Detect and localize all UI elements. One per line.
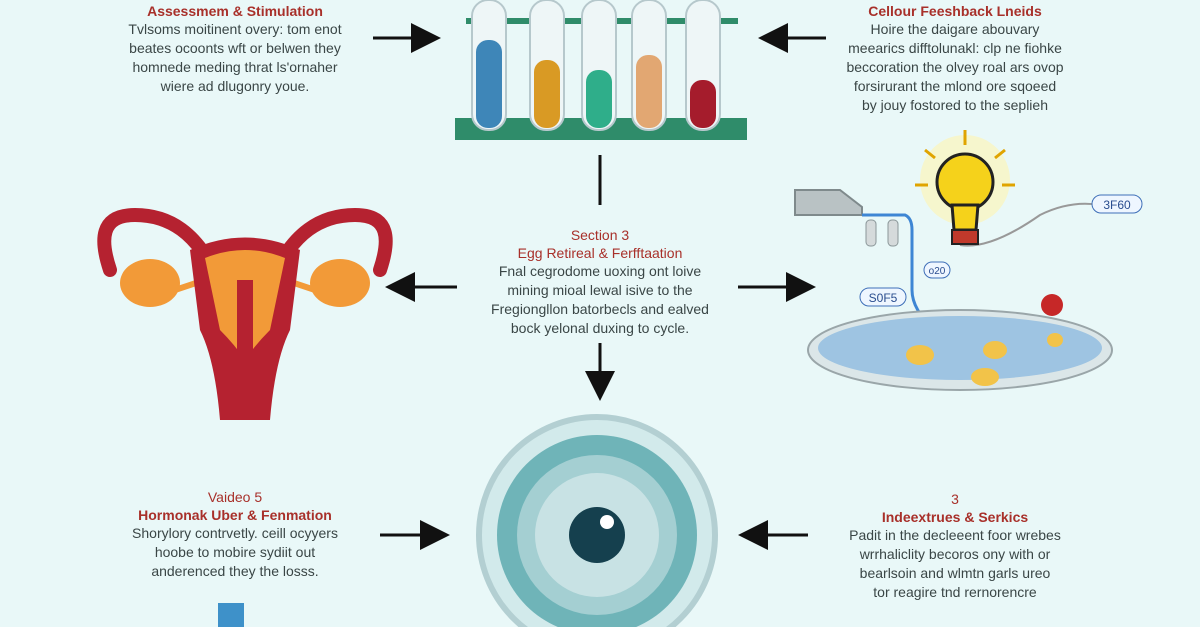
bottom-right-section-label: 3: [951, 491, 959, 507]
test-tube-rack: [455, 0, 747, 140]
top-left-title: Assessmem & Stimulation: [147, 3, 323, 19]
center-line: Fnal cegrodome uoxing ont loive: [498, 263, 702, 279]
lab-label-c: o20: [929, 266, 946, 277]
uterus-icon: [97, 207, 393, 420]
bottom-left-section-label: Vaideo 5: [207, 489, 263, 505]
center-line: bock yelonal duxing to cycle.: [510, 320, 690, 336]
top-left-line: homnede meding thrat ls'ornaher: [132, 59, 338, 75]
lab-dish-setup: 3F60 S0F5 o20: [794, 189, 1143, 391]
bottom-right-line: Padit in the decleeent foor wrebes: [849, 527, 1061, 543]
top-left-line: wiere ad dlugonry youe.: [160, 78, 310, 94]
bottom-left-line: Shorylory contrvetly. ceill ocyyers: [132, 525, 338, 541]
center-block: Section 3 Egg Retireal & Ferfftaation Fn…: [460, 226, 740, 338]
bottom-left-title: Hormonak Uber & Fenmation: [138, 507, 332, 523]
center-line: Fregiongllon batorbecls and ealved: [491, 301, 709, 317]
eye-lens-icon: [476, 414, 718, 627]
bottle-icon: [218, 603, 244, 627]
bottom-right-block: 3 Indeextrues & Serkics Padit in the dec…: [820, 490, 1090, 602]
bottom-right-line: wrrhaliclity becoros ony with or: [859, 546, 1051, 562]
lab-label-a: 3F60: [1103, 198, 1131, 212]
center-section-label: Section 3: [570, 227, 630, 243]
bottom-right-title: Indeextrues & Serkics: [881, 509, 1029, 525]
center-title: Egg Retireal & Ferfftaation: [517, 245, 683, 261]
bottom-left-block: Vaideo 5 Hormonak Uber & Fenmation Shory…: [100, 488, 370, 581]
top-right-line: meearics difftolunakl: clp ne fiohke: [848, 40, 1062, 56]
top-right-line: by jouy fostored to the seplieh: [861, 97, 1048, 113]
top-left-line: Tvlsoms moitinent overy: tom enot: [128, 21, 342, 37]
arrows: [373, 23, 826, 550]
bottom-right-line: bearlsoin and wlmtn garls ureo: [859, 565, 1051, 581]
top-left-block: Assessmem & Stimulation Tvlsoms moitinen…: [110, 2, 360, 96]
lab-label-b: S0F5: [869, 291, 898, 305]
top-right-block: Cellour Feeshback Lneids Hoire the daiga…: [820, 2, 1090, 115]
top-right-line: beccoration the olvey roal ars ovop: [846, 59, 1064, 75]
top-right-line: forsirurant the mlond ore sqoeed: [853, 78, 1057, 94]
top-right-title: Cellour Feeshback Lneids: [868, 3, 1042, 19]
bottom-left-line: hoobe to mobire sydiit out: [154, 544, 316, 560]
center-line: mining mioal lewal isive to the: [507, 282, 693, 298]
top-left-line: beates ocoonts wft or belwen they: [129, 40, 341, 56]
bottom-right-line: tor reagire tnd rernorencre: [873, 584, 1037, 600]
bottom-left-line: anderenced they the losss.: [151, 563, 319, 579]
lightbulb-icon: [915, 130, 1015, 245]
top-right-line: Hoire the daigare abouvary: [870, 21, 1040, 37]
